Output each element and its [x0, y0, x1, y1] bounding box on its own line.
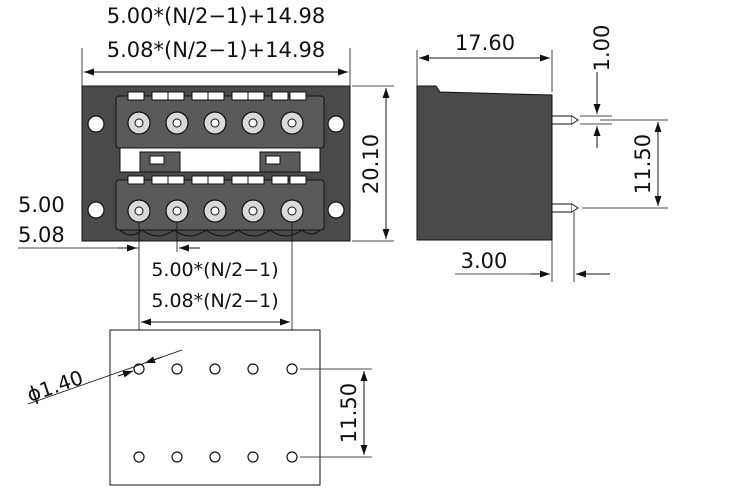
length-formula-508: 5.08*(N/2−1)+14.98	[107, 38, 325, 62]
mounting-hole-top-right	[327, 115, 345, 133]
diameter-arrow-out	[144, 356, 163, 364]
pcb-layout: ϕ1.40 11.50	[24, 329, 372, 486]
pitch-label-508: 5.08	[18, 223, 65, 247]
pcb-holes-top	[133, 363, 298, 375]
hole-row-spacing-label: 11.50	[337, 383, 361, 443]
pin-tip-lower	[571, 203, 579, 213]
mounting-hole-top-left	[87, 115, 105, 133]
depth-label: 17.60	[455, 31, 515, 55]
pin-spacing-label: 11.50	[631, 134, 655, 194]
lower-teeth	[127, 175, 307, 185]
span-label-508: 5.08*(N/2−1)	[151, 290, 278, 312]
height-label: 20.10	[359, 134, 383, 194]
latch-window-right	[265, 155, 281, 165]
offset-label: 3.00	[461, 249, 508, 273]
housing-side	[416, 85, 553, 241]
side-pin-lower	[551, 203, 573, 213]
length-formula-500: 5.00*(N/2−1)+14.98	[107, 4, 325, 28]
diameter-arrow-in	[117, 370, 134, 378]
side-view: 17.60 1.00 11.50 3.00	[416, 25, 668, 282]
latch-window-left	[149, 155, 165, 165]
mounting-hole-bottom-right	[327, 201, 345, 219]
pcb-holes-bottom	[133, 451, 298, 463]
side-pin-upper	[551, 115, 573, 125]
span-label-500: 5.00*(N/2−1)	[151, 259, 278, 281]
lower-screws	[127, 199, 304, 223]
hole-diameter-label: ϕ1.40	[24, 365, 86, 406]
upper-screws	[127, 111, 304, 135]
front-view: 5.00*(N/2−1)+14.98 5.08*(N/2−1)+14.98	[18, 4, 394, 330]
upper-teeth	[127, 91, 307, 101]
mounting-hole-bottom-left	[87, 201, 105, 219]
pitch-label-500: 5.00	[18, 193, 65, 217]
pin-thickness-label: 1.00	[590, 25, 614, 72]
pin-tip-upper	[571, 115, 579, 125]
scallop-edge	[119, 229, 321, 237]
